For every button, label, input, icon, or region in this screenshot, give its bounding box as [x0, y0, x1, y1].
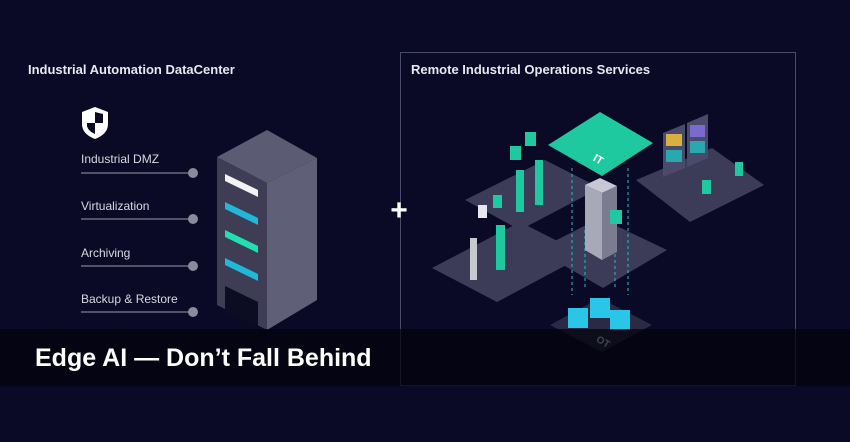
- server-rack: [585, 178, 617, 260]
- connector-lines: [81, 168, 198, 317]
- server-slot: [225, 258, 258, 281]
- plus-symbol: +: [390, 194, 408, 227]
- caption-band: [0, 329, 850, 386]
- item-industrial-dmz: Industrial DMZ: [81, 152, 160, 166]
- server-slot: [225, 174, 258, 197]
- item-archiving: Archiving: [81, 246, 131, 260]
- server-slot: [225, 230, 258, 253]
- item-virtualization: Virtualization: [81, 199, 150, 213]
- it-tile: [548, 112, 653, 176]
- shield-icon: [82, 107, 108, 139]
- caption-text: Edge AI — Don’t Fall Behind: [35, 344, 372, 372]
- item-backup-restore: Backup & Restore: [81, 292, 178, 306]
- datacenter-title: Industrial Automation DataCenter: [28, 62, 235, 77]
- server-tower: [217, 130, 317, 330]
- platform-left: [432, 222, 585, 302]
- operations-illustration: IT OT: [432, 112, 764, 352]
- platform-mid-left: [465, 160, 600, 230]
- server-slot: [225, 202, 258, 225]
- platform-right: [636, 148, 764, 222]
- server-slot: [225, 286, 258, 328]
- remote-services-title: Remote Industrial Operations Services: [411, 62, 651, 77]
- ot-cubes: [568, 298, 630, 330]
